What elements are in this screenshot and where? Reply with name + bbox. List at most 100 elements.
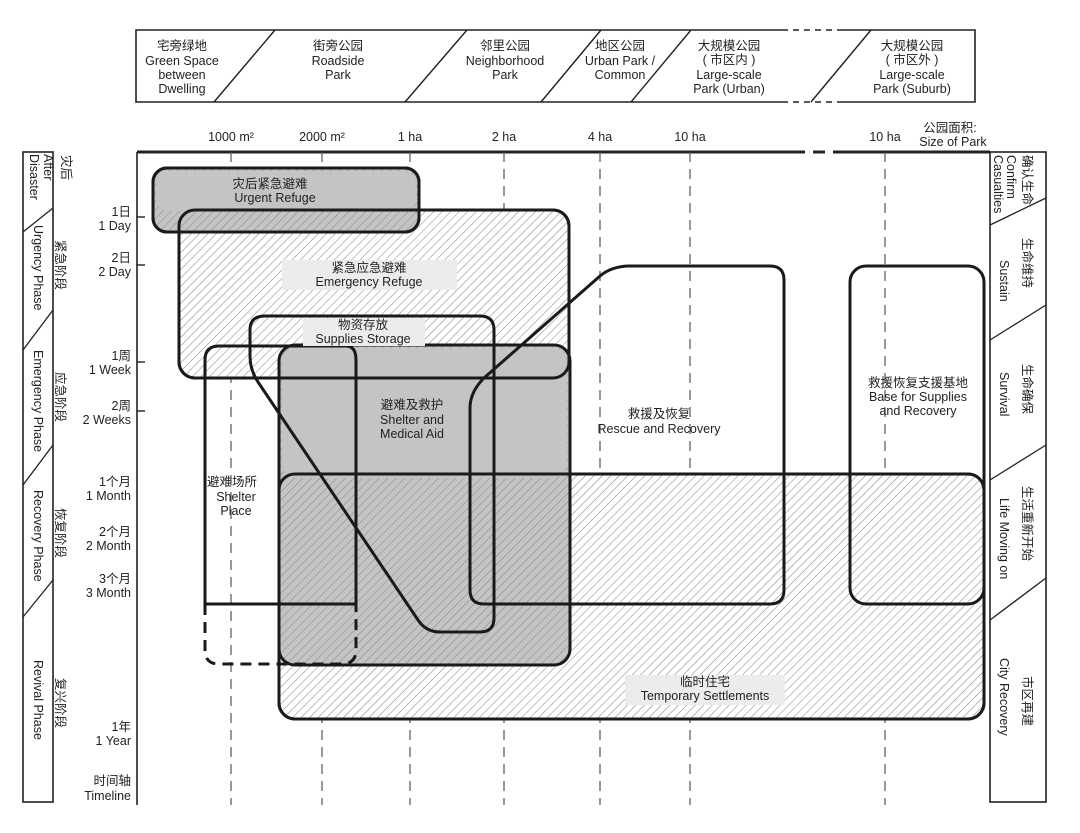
tick-2month-en: 2 Month: [86, 539, 131, 553]
recovery-en: Recovery Phase: [31, 490, 45, 582]
confirm-en2: Casualties: [991, 155, 1005, 213]
after-disaster-zh: 灾后: [59, 155, 74, 180]
survival-zh: 生命确保: [1020, 364, 1035, 415]
emergency-refuge-label-bg: [282, 260, 457, 290]
tick-2weeks-en: 2 Weeks: [83, 413, 131, 427]
after-disaster-en2: Disaster: [27, 154, 41, 200]
survival-en: Survival: [997, 372, 1011, 416]
roadside-zh: 街旁公园: [313, 38, 363, 53]
city-recovery-zh: 市区再建: [1020, 676, 1035, 727]
supplies-storage-label-bg: [303, 318, 425, 346]
emergency-en: Emergency Phase: [31, 350, 45, 452]
district-en2: Common: [595, 68, 646, 82]
supplies-storage-en: Supplies Storage: [315, 332, 410, 346]
function-labels: 灾后紧急避难 Urgent Refuge 紧急应急避难 Emergency Re…: [207, 176, 969, 703]
recovery-zh: 恢复阶段: [53, 508, 68, 558]
tick-1month-zh: 1个月: [99, 475, 131, 489]
urgent-refuge-zh: 灾后紧急避难: [232, 176, 307, 191]
shelter-place-en2: Place: [220, 504, 251, 518]
phase-life-moving-on: 生活重新开始 Life Moving on: [997, 486, 1035, 579]
size-tick-2000m2: 2000 m²: [299, 130, 345, 144]
size-axis-label-en: Size of Park: [919, 135, 987, 149]
tick-2month-zh: 2个月: [99, 525, 131, 539]
size-axis-label-zh: 公园面积:: [923, 121, 976, 135]
life-moving-zh: 生活重新开始: [1020, 486, 1035, 562]
urgency-en: Urgency Phase: [31, 225, 45, 311]
timeline-en: Timeline: [84, 789, 131, 803]
tick-1year-zh: 1年: [112, 720, 131, 734]
large-urban-zh2: ( 市区内 ): [703, 52, 756, 67]
roadside-en1: Roadside: [312, 54, 365, 68]
park-type-header: [135, 29, 976, 103]
tick-1year-en: 1 Year: [96, 734, 131, 748]
phase-sustain: 生命维持 Sustain: [997, 238, 1035, 302]
emergency-refuge-zh: 紧急应急避难: [331, 260, 406, 275]
large-urban-zh: 大规模公园: [698, 38, 761, 53]
phase-after-disaster: 灾后 After Disaster: [27, 154, 74, 200]
tick-2weeks-zh: 2周: [112, 399, 131, 413]
right-phase-column: [989, 151, 1047, 803]
timeline-zh: 时间轴: [93, 773, 131, 788]
tick-1month-en: 1 Month: [86, 489, 131, 503]
sustain-zh: 生命维持: [1020, 238, 1035, 288]
shelter-medical-solid: [282, 348, 567, 478]
size-tick-1ha: 1 ha: [398, 130, 422, 144]
sustain-en: Sustain: [997, 260, 1011, 302]
base-supplies-outline: [848, 264, 986, 606]
shelter-place-en1: Shelter: [216, 490, 256, 504]
base-supplies-en2: and Recovery: [879, 404, 957, 418]
revival-en: Revival Phase: [31, 660, 45, 740]
size-tick-10ha-suburb: 10 ha: [869, 130, 900, 144]
neighborhood-zh: 邻里公园: [480, 39, 530, 53]
large-urban-en1: Large-scale: [696, 68, 761, 82]
dwelling-zh: 宅旁绿地: [157, 38, 208, 53]
life-moving-en: Life Moving on: [997, 498, 1011, 579]
district-zh: 地区公园: [595, 39, 645, 53]
phase-recovery: 恢复阶段 Recovery Phase: [31, 490, 68, 582]
shelter-medical-en1: Shelter and: [380, 413, 444, 427]
base-supplies-zh: 救援恢复支援基地: [868, 375, 969, 390]
supplies-storage-zh: 物资存放: [338, 317, 389, 332]
neighborhood-en2: Park: [492, 68, 518, 82]
large-suburb-zh: 大规模公园: [881, 38, 944, 53]
urgent-refuge-en: Urgent Refuge: [234, 191, 315, 205]
large-suburb-zh2: ( 市区外 ): [886, 52, 939, 67]
dwelling-en3: Dwelling: [158, 82, 205, 96]
size-tick-1000m2: 1000 m²: [208, 130, 254, 144]
temporary-settlements-outline: [277, 472, 986, 721]
temporary-settlements-zh: 临时住宅: [680, 674, 730, 689]
temporary-settlements-en: Temporary Settlements: [641, 689, 770, 703]
emergency-refuge-outline: [177, 208, 571, 380]
phase-emergency: 应急阶段 Emergency Phase: [31, 350, 68, 452]
urgent-refuge-solid: [156, 171, 416, 211]
phase-urgency: 紧急阶段 Urgency Phase: [31, 225, 68, 311]
tick-2day-en: 2 Day: [98, 265, 131, 279]
tick-1day-en: 1 Day: [98, 219, 131, 233]
urgent-refuge-outline: [151, 166, 421, 234]
phase-city-recovery: 市区再建 City Recovery: [997, 658, 1035, 737]
district-en1: Urban Park /: [585, 54, 656, 68]
size-axis-ticks: 1000 m² 2000 m² 1 ha 2 ha 4 ha 10 ha 10 …: [208, 130, 901, 144]
tick-1week-zh: 1周: [112, 349, 131, 363]
size-tick-10ha-urban: 10 ha: [674, 130, 705, 144]
after-disaster-en1: After: [41, 154, 55, 180]
shelter-medical-en2: Medical Aid: [380, 427, 444, 441]
tick-2day-zh: 2日: [112, 251, 131, 265]
city-recovery-en: City Recovery: [997, 658, 1011, 737]
tick-1week-en: 1 Week: [89, 363, 132, 377]
temporary-settlements-label-bg: [625, 675, 785, 705]
urgency-zh: 紧急阶段: [53, 240, 68, 290]
dwelling-en2: between: [158, 68, 205, 82]
shelter-place-zh: 避难场所: [207, 475, 257, 489]
tick-1day-zh: 1日: [112, 205, 131, 219]
size-tick-4ha: 4 ha: [588, 130, 612, 144]
dwelling-en1: Green Space: [145, 54, 219, 68]
emergency-zh: 应急阶段: [53, 372, 68, 422]
size-tick-2ha: 2 ha: [492, 130, 516, 144]
confirm-zh: 确认生命: [1020, 155, 1035, 206]
confirm-en1: Confirm: [1004, 155, 1018, 199]
left-phase-column: [22, 151, 54, 803]
phase-revival: 复兴阶段 Revival Phase: [31, 660, 68, 740]
